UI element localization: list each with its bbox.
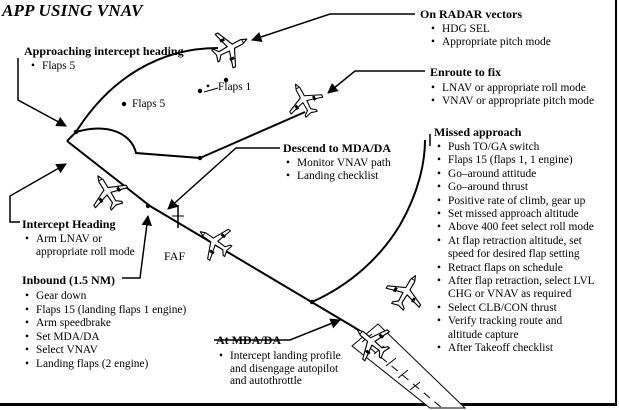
list-item: HDG SEL <box>428 23 551 36</box>
list-item: Flaps 5 <box>28 60 75 73</box>
list-at-mda: Intercept landing profile and disengage … <box>216 350 341 388</box>
list-item: Landing checklist <box>283 170 391 183</box>
list-item: Verify tracking route and <box>434 315 595 329</box>
label-flaps-5-text: Flaps 5 <box>132 98 166 110</box>
list-item: Gear down <box>22 290 186 304</box>
list-enroute-to-fix: LNAV or appropriate roll mode VNAV or ap… <box>428 82 594 107</box>
list-item-continuation: and autothrottle <box>230 375 302 387</box>
label-faf: FAF <box>164 249 186 263</box>
list-descend-mda: Monitor VNAV path Landing checklist <box>283 157 391 182</box>
list-item: Intercept landing profile <box>216 350 341 363</box>
heading-approaching-intercept: Approaching intercept heading <box>24 44 184 58</box>
list-item-continuation: and disengage autopilot <box>230 362 339 375</box>
list-item: Go–around thrust <box>434 181 595 195</box>
list-item: Positive rate of climb, gear up <box>434 195 595 209</box>
list-on-radar-vectors: HDG SEL Appropriate pitch mode <box>428 23 551 48</box>
list-item: After Takeoff checklist <box>434 342 595 356</box>
list-item: After flap retraction, select LVL <box>434 275 595 289</box>
list-missed-approach: Push TO/GA switch Flaps 15 (flaps 1, 1 e… <box>434 141 595 356</box>
flight-path-vectors <box>75 47 219 133</box>
list-item: Select VNAV <box>22 344 186 358</box>
leader-intercept <box>9 163 67 223</box>
list-item: LNAV or appropriate roll mode <box>428 82 594 95</box>
list-inbound: Gear down Flaps 15 (landing flaps 1 engi… <box>22 290 186 372</box>
list-item-continuation: appropriate roll mode <box>36 245 135 258</box>
list-item-continuation: CHG or VNAV as required <box>448 288 572 301</box>
list-item: Retract flaps on schedule <box>434 262 595 276</box>
heading-at-mda: At MDA/DA <box>216 333 281 347</box>
airplane-icon-missed <box>379 264 434 318</box>
airplane-icon-faf <box>188 215 240 268</box>
leader-enroute <box>327 70 425 94</box>
list-item: At flap retraction altitude, set <box>434 235 595 249</box>
list-item: Set missed approach altitude <box>434 208 595 222</box>
list-item: Set MDA/DA <box>22 331 186 345</box>
leader-radar <box>251 13 415 42</box>
heading-missed-approach: Missed approach <box>434 125 522 139</box>
heading-intercept-heading: Intercept Heading <box>22 217 116 231</box>
list-item: Appropriate pitch mode <box>428 36 551 49</box>
list-item: Push TO/GA switch <box>434 141 595 155</box>
flight-path-enroute <box>199 111 306 159</box>
leader-flaps1 <box>203 87 219 93</box>
label-flaps-5: Flaps 5 <box>132 98 165 111</box>
list-item: Arm speedbrake <box>22 317 186 331</box>
heading-inbound: Inbound (1.5 NM) <box>22 273 116 287</box>
heading-enroute-to-fix: Enroute to fix <box>430 65 502 79</box>
list-item: Landing flaps (2 engine) <box>22 358 186 372</box>
leader-descend <box>167 147 280 210</box>
page-title: APP USING VNAV <box>2 1 143 20</box>
bullet-icon: • <box>206 81 210 93</box>
list-item-continuation: speed for desired flap setting <box>448 248 580 261</box>
heading-descend-mda: Descend to MDA/DA <box>283 141 391 155</box>
label-flaps-1: • Flaps 1 <box>206 81 251 94</box>
list-item: Flaps 15 (landing flaps 1 engine) <box>22 304 186 318</box>
airplane-icon-enroute <box>278 74 329 125</box>
list-item: VNAV or appropriate pitch mode <box>428 95 594 108</box>
list-item: Go–around attitude <box>434 168 595 182</box>
leader-mda <box>214 318 341 341</box>
list-item: Monitor VNAV path <box>283 157 391 170</box>
list-item: Select CLB/CON thrust <box>434 302 595 316</box>
leader-approaching <box>17 58 67 127</box>
label-flaps-1-text: Flaps 1 <box>218 81 252 93</box>
flight-path-missed-approach <box>311 139 426 303</box>
list-item: Flaps 15 (flaps 1, 1 engine) <box>434 154 595 168</box>
list-item: Arm LNAV or <box>22 233 135 246</box>
list-item: Above 400 feet select roll mode <box>434 221 595 235</box>
flight-path-procedure-turn <box>66 127 201 159</box>
path-markers <box>73 77 315 305</box>
list-intercept-heading: Arm LNAV or appropriate roll mode <box>22 233 135 258</box>
list-approaching-intercept: Flaps 5 <box>28 60 75 73</box>
leader-inbound <box>122 214 152 279</box>
heading-on-radar-vectors: On RADAR vectors <box>420 7 522 21</box>
list-item-continuation: altitude capture <box>448 328 519 341</box>
